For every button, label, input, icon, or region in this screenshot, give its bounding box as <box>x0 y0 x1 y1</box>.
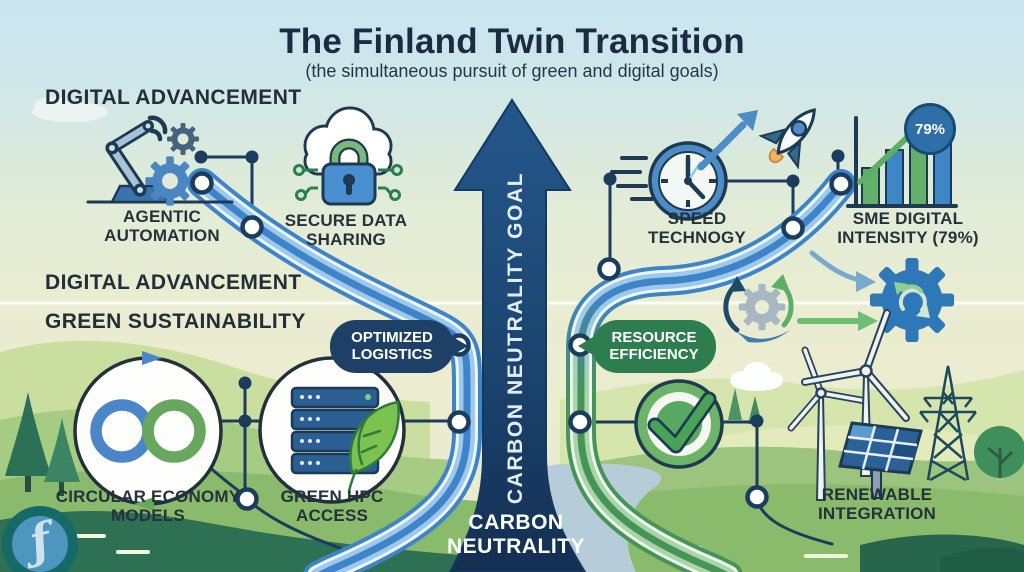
growth-arrow-icon <box>857 130 915 185</box>
rocket-icon <box>758 108 816 170</box>
heading-digital-advancement-top: DIGITAL ADVANCEMENT <box>45 86 302 109</box>
round-tree-icon <box>974 426 1024 478</box>
label-sme-digital-intensity: SME DIGITAL INTENSITY (79%) <box>837 209 979 248</box>
green-transition-path <box>566 169 856 572</box>
leaf-icon <box>349 400 400 474</box>
logo-badge <box>2 506 78 572</box>
label-circular-economy-models: CIRCULAR ECONOMY MODELS <box>55 487 241 526</box>
clock-speed-icon <box>610 110 758 221</box>
power-tower-icon <box>919 365 977 482</box>
page-subtitle: (the simultaneous pursuit of green and d… <box>305 61 719 81</box>
infinity-icon <box>73 351 223 511</box>
label-renewable-integration: RENEWABLE INTEGRATION <box>817 485 937 524</box>
solar-panel-icon <box>838 421 923 499</box>
callout-optimized-logistics: OPTIMIZED LOGISTICS <box>330 320 468 373</box>
sme-percentage-badge: 79% <box>904 103 956 155</box>
label-speed-technogy: SPEED TECHNOGY <box>648 209 746 248</box>
page-title: The Finland Twin Transition <box>279 22 745 61</box>
recycle-gear-icon <box>723 274 794 343</box>
flow-arrows <box>797 250 878 331</box>
callout-resource-efficiency: RESOURCE EFFICIENCY <box>578 320 716 373</box>
gear-icon <box>145 123 199 206</box>
carbon-neutrality-arrow <box>448 98 587 572</box>
circuit-dots <box>293 164 403 201</box>
robot-arm-icon <box>86 115 234 206</box>
up-arrow-icon <box>697 121 747 171</box>
heading-green-sustainability: GREEN SUSTAINABILITY <box>45 310 306 333</box>
checkmark-icon <box>634 379 724 469</box>
cloud-icon <box>32 97 108 122</box>
big-gear-icon <box>869 257 955 343</box>
heading-digital-advancement-mid: DIGITAL ADVANCEMENT <box>45 271 302 294</box>
arrow-base-label: CARBON NEUTRALITY <box>447 511 585 559</box>
wind-turbine-icon <box>787 346 870 501</box>
label-agentic-automation: AGENTIC AUTOMATION <box>104 207 220 246</box>
label-green-hpc-access: GREEN HPC ACCESS <box>280 487 384 526</box>
arrow-vertical-label: CARBON NEUTRALITY GOAL <box>504 171 527 505</box>
cloud-lock-icon <box>293 106 403 206</box>
cloud-icon <box>730 362 783 391</box>
server-leaf-icon <box>258 356 406 504</box>
pine-tree-icon <box>5 388 762 496</box>
label-secure-data-sharing: SECURE DATA SHARING <box>284 211 408 250</box>
